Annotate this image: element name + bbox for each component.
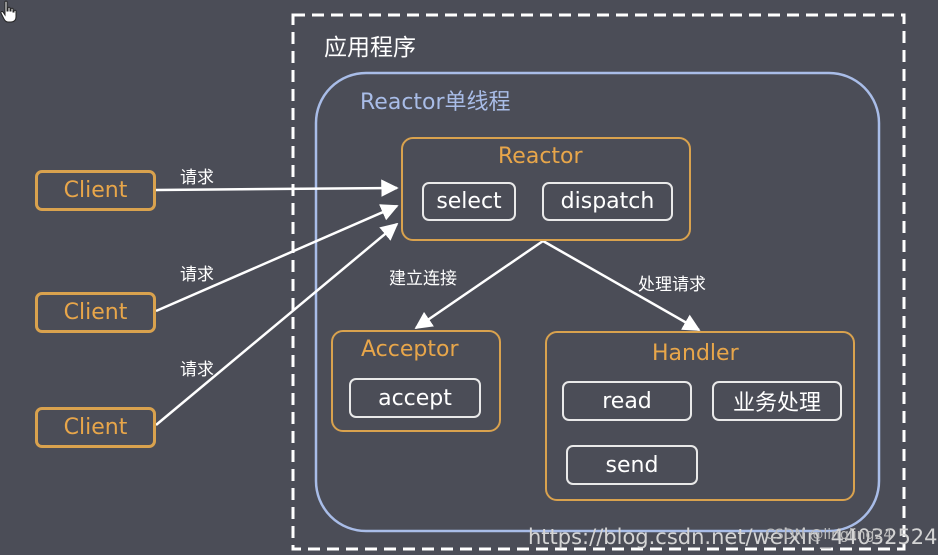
handler-box	[545, 331, 855, 501]
handler-title: Handler	[652, 341, 739, 366]
reactor-group-title: Reactor单线程	[360, 90, 511, 115]
application-boundary	[291, 13, 906, 551]
reactor-thread-group	[314, 71, 881, 533]
application-title: 应用程序	[324, 35, 416, 61]
hand-pointer-icon	[0, 0, 17, 23]
client-box-3: Client	[35, 407, 156, 448]
watermark-url: https://blog.csdn.net/weixin_44032524	[528, 525, 938, 549]
request-label-3: 请求	[180, 360, 214, 380]
request-arrow-3	[155, 222, 399, 426]
send-box: send	[566, 445, 698, 485]
request-arrow-1	[155, 179, 399, 197]
connect-edge-label: 建立连接	[389, 269, 457, 289]
watermark-author: CSDN @lingling24	[765, 527, 893, 543]
acceptor-title: Acceptor	[361, 337, 459, 362]
connect-arrow	[414, 239, 544, 330]
request-arrow-2	[155, 204, 399, 313]
handle-arrow	[542, 239, 701, 332]
dispatch-box: dispatch	[542, 182, 673, 221]
client-box-1: Client	[35, 170, 156, 211]
acceptor-box	[331, 330, 501, 432]
business-box: 业务处理	[712, 381, 842, 421]
request-label-2: 请求	[180, 265, 214, 285]
accept-box: accept	[349, 378, 481, 418]
read-box: read	[562, 381, 692, 421]
client-box-2: Client	[35, 292, 156, 333]
reactor-title: Reactor	[498, 144, 583, 169]
handle-edge-label: 处理请求	[638, 275, 706, 295]
request-label-1: 请求	[180, 168, 214, 188]
reactor-box	[401, 137, 691, 241]
select-box: select	[422, 182, 516, 221]
